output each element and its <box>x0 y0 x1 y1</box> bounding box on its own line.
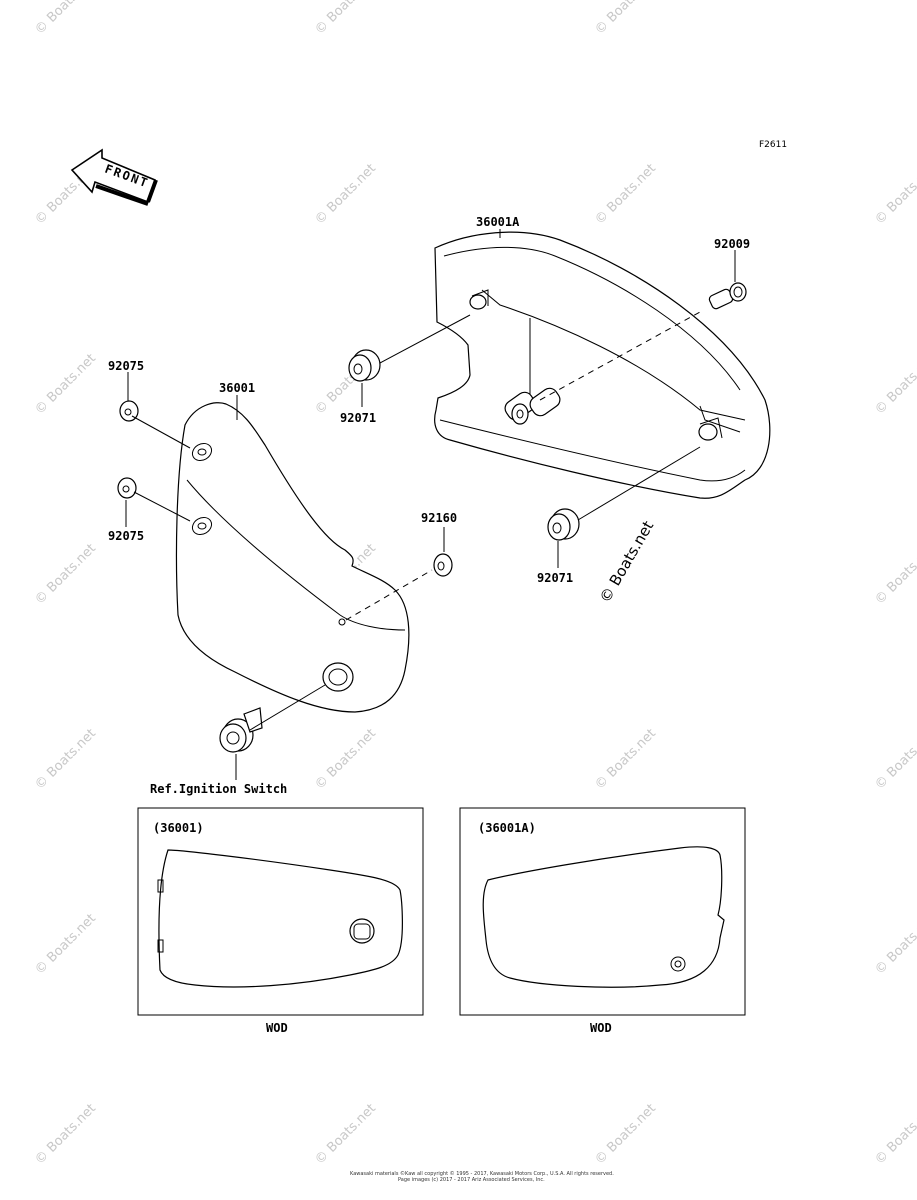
watermark: © Boats.net <box>312 0 379 38</box>
watermark: © Boats.net <box>592 726 659 793</box>
callout-ref-ignition-switch: Ref.Ignition Switch <box>150 782 287 796</box>
watermark: © Boats.net <box>32 726 99 793</box>
callout-92071-upper: 92071 <box>340 411 376 425</box>
left-side-cover-36001 <box>175 402 410 713</box>
inset-36001A-title: (36001A) <box>478 821 536 835</box>
inset-36001A: (36001A) WOD <box>459 807 746 1035</box>
grommet-92160 <box>433 553 453 577</box>
watermark: © Boats.net <box>312 161 379 228</box>
watermark: © Boats.net <box>32 351 99 418</box>
watermark: © Boats.net <box>592 1101 659 1168</box>
watermark: © Boats.net <box>872 541 917 608</box>
watermark: © Boats.net <box>872 1101 917 1168</box>
inset-36001A-caption: WOD <box>590 1021 612 1035</box>
watermark-layer: © Boats.net © Boats.net © Boats.net © Bo… <box>32 0 917 1168</box>
cover-boss <box>504 387 561 425</box>
leader-lines <box>125 229 736 780</box>
callout-36001A: 36001A <box>476 215 520 229</box>
grommet-92071-upper <box>348 349 381 382</box>
callout-36001: 36001 <box>219 381 255 395</box>
callout-92071-lower: 92071 <box>537 571 573 585</box>
cover-pin-lower <box>698 417 723 441</box>
callout-92075-lower: 92075 <box>108 529 144 543</box>
watermark: © Boats.net <box>592 0 659 38</box>
callout-92009: 92009 <box>714 237 750 251</box>
watermark-dark: © Boats.net <box>596 518 657 606</box>
callout-92075-upper: 92075 <box>108 359 144 373</box>
footer-credit: Page images (c) 2017 - 2017 Ariz Associa… <box>398 1177 545 1183</box>
front-arrow-icon: FRONT <box>70 148 158 206</box>
grommet-92075-lower <box>117 477 137 499</box>
ignition-switch <box>219 707 263 753</box>
inset-36001-title: (36001) <box>153 821 204 835</box>
watermark: © Boats.net <box>872 726 917 793</box>
watermark: © Boats.net <box>592 161 659 228</box>
watermark: © Boats.net <box>32 1101 99 1168</box>
callout-92160: 92160 <box>421 511 457 525</box>
watermark: © Boats.net <box>872 911 917 978</box>
grommet-92071-lower <box>547 508 580 541</box>
bolt-92009 <box>708 282 747 310</box>
watermark: © Boats.net <box>872 351 917 418</box>
watermark: © Boats.net <box>32 541 99 608</box>
watermark: © Boats.net <box>312 726 379 793</box>
cover-pin-upper <box>469 289 489 310</box>
figure-code: F2611 <box>759 140 787 150</box>
footer-copyright: Kawasaki materials ©Kaw all copyright © … <box>350 1170 614 1177</box>
watermark: © Boats.net <box>32 0 99 38</box>
inset-36001-caption: WOD <box>266 1021 288 1035</box>
watermark: © Boats.net <box>872 161 917 228</box>
grommet-92075-upper <box>119 400 139 422</box>
inset-36001: (36001) WOD <box>137 807 424 1035</box>
watermark: © Boats.net <box>312 1101 379 1168</box>
watermark: © Boats.net <box>32 911 99 978</box>
